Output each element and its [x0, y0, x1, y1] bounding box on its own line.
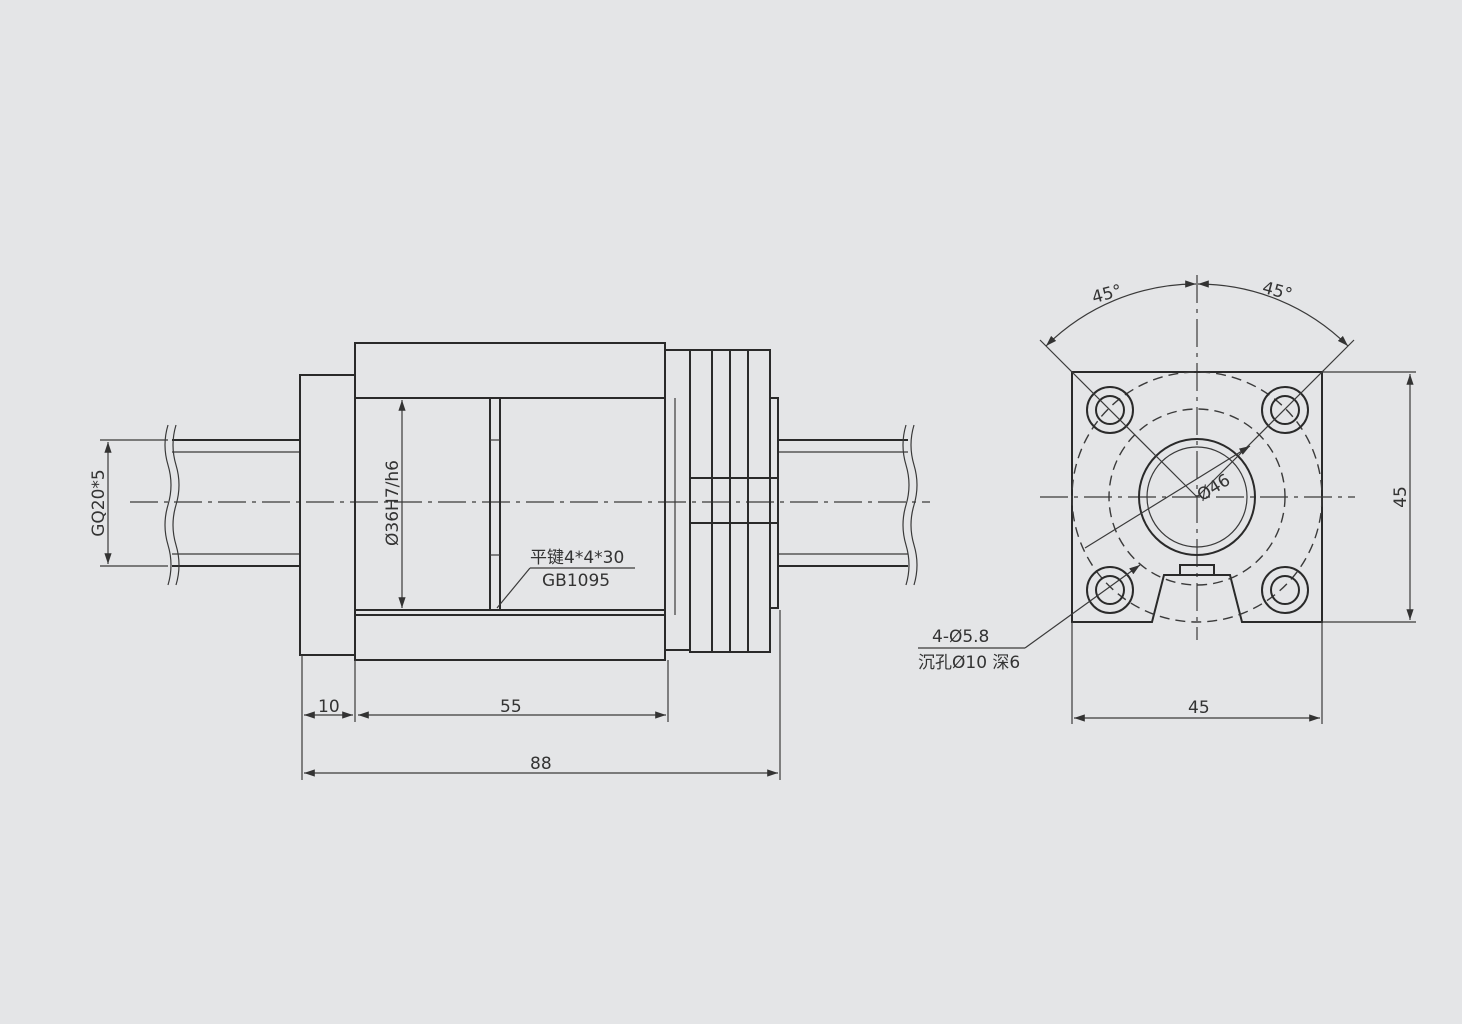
- section-view: GQ20*5 Ø36H7/h6 平键4*4*30 GB1095 10 55 88: [89, 342, 930, 780]
- dim-10-label: 10: [318, 697, 340, 717]
- keyway: [1179, 564, 1215, 575]
- bore-dia-label: Ø46: [1194, 470, 1234, 506]
- dimension-45-horizontal: 45: [1071, 622, 1323, 724]
- flange: [299, 374, 356, 656]
- dim-45-v-label: 45: [1391, 486, 1411, 508]
- holes-callout: 4-Ø5.8 沉孔Ø10 深6: [918, 564, 1141, 673]
- dim-55-label: 55: [500, 697, 522, 717]
- dim-88-label: 88: [530, 754, 552, 774]
- holes-label: 4-Ø5.8: [932, 627, 989, 647]
- nut-end: [664, 349, 779, 653]
- dimension-88: 88: [304, 610, 781, 780]
- key-callout: 平键4*4*30 GB1095: [496, 548, 635, 609]
- end-view: 45° 45° Ø46 45 45 4-Ø5.8 沉孔Ø10 深6: [918, 275, 1416, 724]
- key-spec-label: 平键4*4*30: [530, 548, 624, 568]
- housing-section-top: [354, 342, 666, 399]
- nut-bore: [354, 398, 676, 615]
- screw-shaft-right: [778, 424, 918, 586]
- housing-section-bottom: [354, 614, 666, 661]
- angle-right-label: 45°: [1260, 278, 1294, 305]
- bore-circle: [1138, 438, 1256, 556]
- counterbore-label: 沉孔Ø10 深6: [918, 653, 1020, 673]
- thread-label: GQ20*5: [89, 469, 109, 537]
- dim-45-h-label: 45: [1188, 698, 1210, 718]
- mounting-holes: [1086, 386, 1309, 614]
- dimension-10: 10: [301, 655, 356, 780]
- dimension-45-vertical: 45: [1322, 371, 1416, 623]
- flange-outline: [1071, 371, 1323, 623]
- dimension-bore-fit: Ø36H7/h6: [383, 400, 406, 608]
- angle-left-label: 45°: [1090, 281, 1124, 308]
- bolt-circle: [1071, 371, 1323, 623]
- key-standard-label: GB1095: [542, 571, 610, 591]
- dimension-55: 55: [358, 660, 669, 722]
- screw-shaft-left: [164, 424, 300, 586]
- bore-fit-label: Ø36H7/h6: [383, 460, 403, 546]
- dimension-thread: GQ20*5: [89, 439, 168, 567]
